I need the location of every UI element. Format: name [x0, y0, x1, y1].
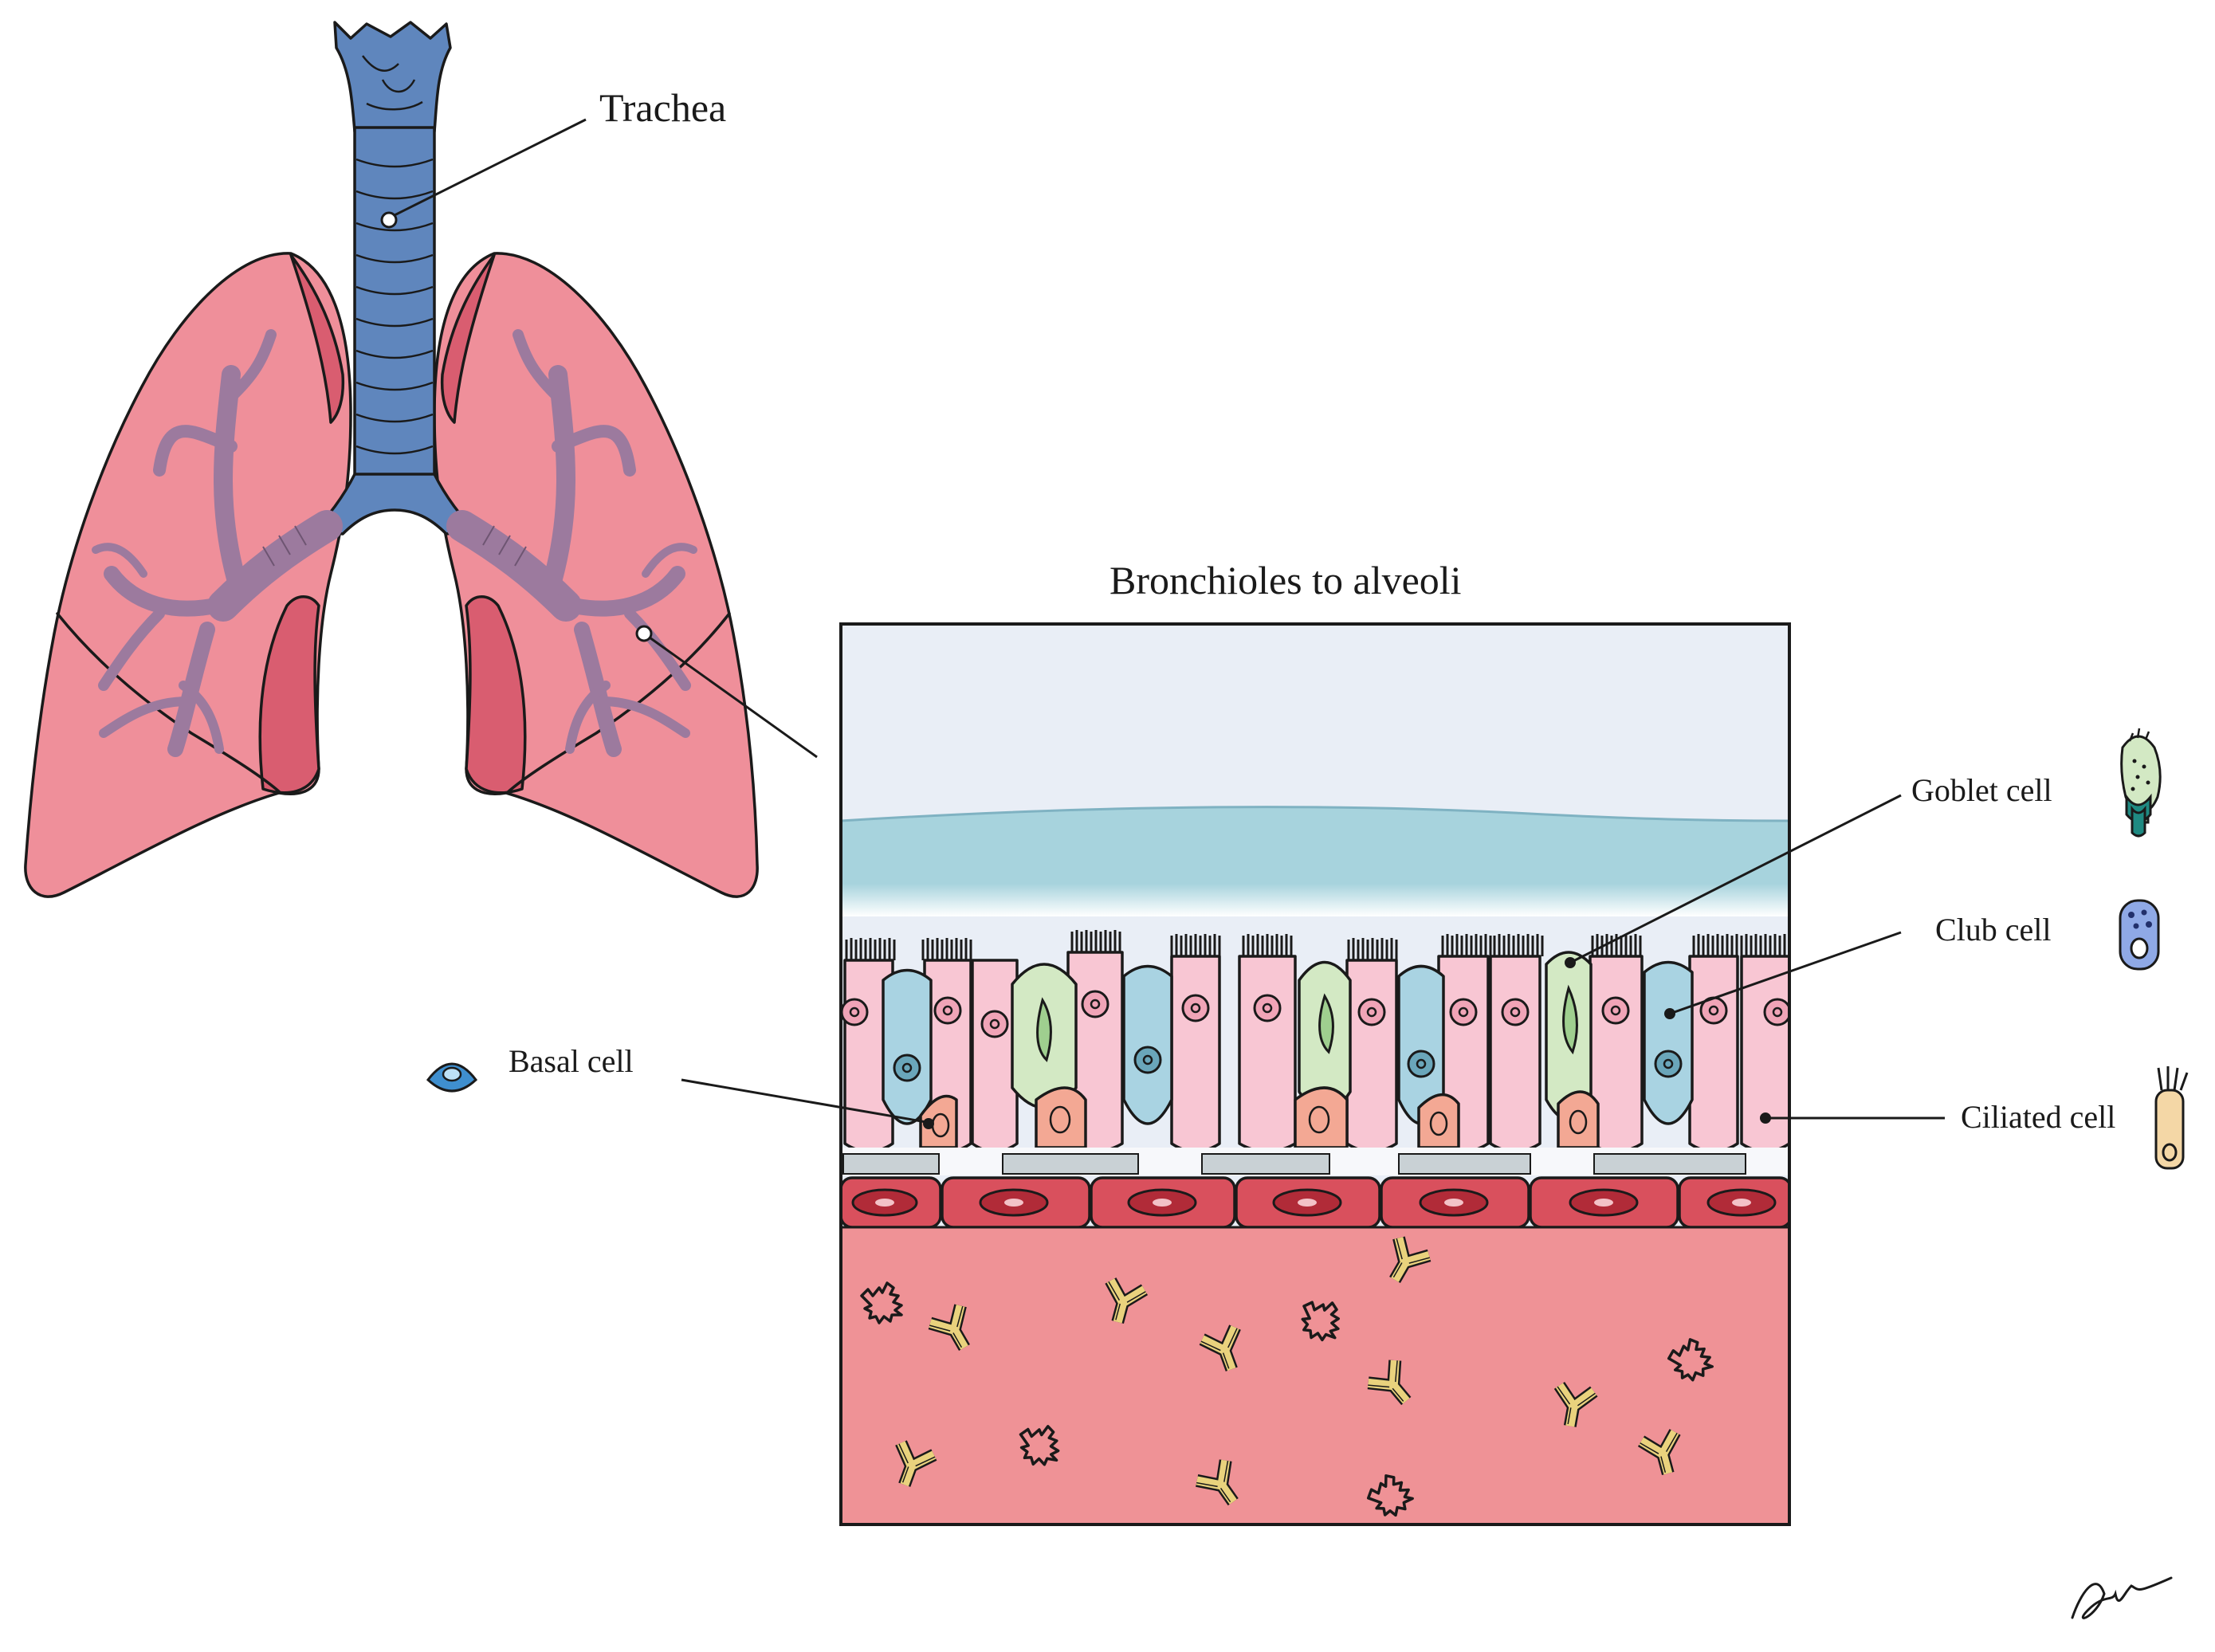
section-title: Bronchioles to alveoli	[1109, 558, 1462, 602]
trachea-tube	[353, 126, 436, 480]
leader-dots	[923, 957, 1771, 1129]
bronchiole-marker	[635, 625, 653, 642]
goblet-cell-granules	[1036, 984, 1578, 1062]
bronchiole-leader-line	[649, 636, 818, 759]
trachea-rings	[355, 158, 434, 455]
ciliated-cell-nucleoli	[849, 999, 1783, 1030]
lungs-illustration	[24, 21, 759, 898]
left-lung-apex-shadow	[289, 253, 345, 424]
leader-lines	[681, 794, 1945, 1124]
club-cells	[882, 960, 1694, 1125]
basal-cells	[919, 1086, 1600, 1149]
club-cell-label: Club cell	[1935, 912, 2052, 948]
goblet-cell-label: Goblet cell	[1911, 772, 2052, 808]
trachea-leader-line	[394, 118, 587, 217]
right-lung-apex-shadow	[440, 253, 496, 424]
trachea-marker	[380, 211, 398, 229]
left-lung-lower-lobe	[258, 595, 320, 795]
endothelial-nucleus-centers	[875, 1199, 1751, 1207]
larynx	[333, 21, 452, 133]
basement-membrane	[842, 1153, 1746, 1175]
mucus-surface-line	[841, 806, 1789, 822]
epithelium-layer	[841, 928, 1789, 1153]
larynx-detail	[362, 55, 423, 111]
submucosa-tissue	[841, 1226, 1789, 1524]
trachea-label: Trachea	[599, 85, 726, 130]
ciliated-cell-nuclei	[841, 990, 1789, 1038]
left-lung	[24, 252, 352, 898]
right-lung	[433, 252, 759, 898]
ciliated-cell-label: Ciliated cell	[1961, 1099, 2115, 1135]
basal-cell-icon	[426, 1062, 478, 1093]
club-cell-nuclei	[893, 1046, 1683, 1082]
signature-mark	[2071, 1576, 2173, 1619]
bronchus-rings	[262, 525, 527, 567]
tissue-panel-border	[839, 622, 1791, 1526]
club-cell-nucleoli	[901, 1054, 1674, 1073]
club-cell-icon	[2119, 899, 2160, 971]
right-lung-lower-lobe	[465, 595, 527, 795]
tissue-section-panel	[841, 624, 1789, 1524]
goblet-cell-icon	[2120, 728, 2162, 838]
basal-cell-label: Basal cell	[509, 1043, 634, 1079]
mucus-layer	[841, 806, 1789, 916]
ciliated-cell-icon	[2154, 1066, 2189, 1170]
